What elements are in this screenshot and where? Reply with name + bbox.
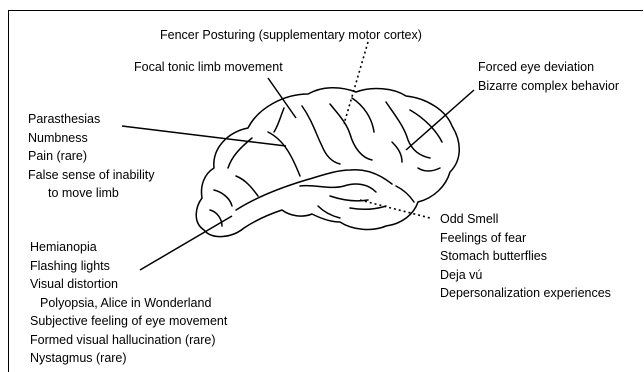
supplementary-motor-label: Fencer Posturing (supplementary motor co… [160,26,422,45]
temporal-item: Feelings of fear [440,229,611,248]
occipital-item: Visual distortion [30,275,227,294]
frontal-eye-item: Bizarre complex behavior [478,77,619,96]
sensory-item: Parasthesias [28,110,154,129]
temporal-item: Odd Smell [440,210,611,229]
occipital-item: Polyopsia, Alice in Wonderland [30,294,227,313]
temporal-item: Deja vú [440,266,611,285]
sylvian-fissure [236,170,392,210]
occipital-item: Formed visual hallucination (rare) [30,331,227,350]
pointer-line-frontal-eye [406,90,474,150]
brain-outline [196,88,459,237]
temporal-line [300,184,376,192]
frontal-eye-item: Forced eye deviation [478,58,619,77]
sensory-item: False sense of inability [28,166,154,185]
pointer-line-supplementary-motor [344,42,368,124]
occipital-item: Subjective feeling of eye movement [30,312,227,331]
temporal-item: Depersonalization experiences [440,284,611,303]
occipital-item: Flashing lights [30,257,227,276]
sensory-labels: Parasthesias Numbness Pain (rare) False … [28,110,154,203]
temporal-item: Stomach butterflies [440,247,611,266]
central-sulcus [268,132,300,176]
sensory-item: Pain (rare) [28,147,154,166]
occipital-labels: Hemianopia Flashing lights Visual distor… [30,238,227,368]
focal-tonic-label: Focal tonic limb movement [134,58,283,77]
sensory-item: Numbness [28,129,154,148]
sensory-item: to move limb [28,184,154,203]
temporal-labels: Odd Smell Feelings of fear Stomach butte… [440,210,611,303]
occipital-item: Nystagmus (rare) [30,349,227,368]
frontal-eye-labels: Forced eye deviation Bizarre complex beh… [478,58,619,95]
occipital-item: Hemianopia [30,238,227,257]
